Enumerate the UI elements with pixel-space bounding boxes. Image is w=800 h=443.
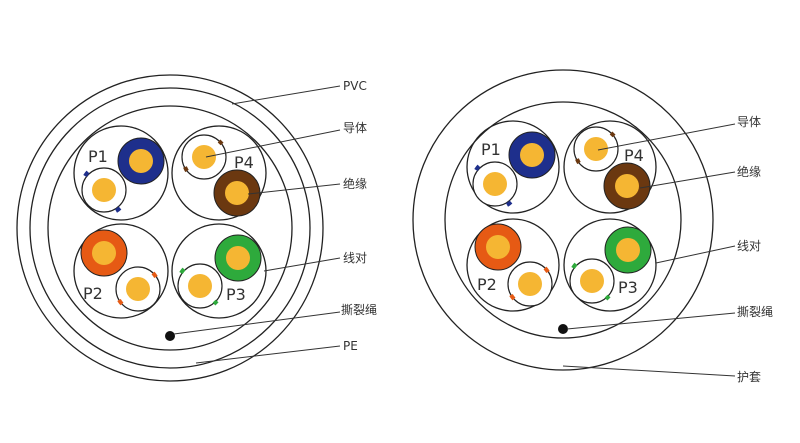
pair-enclosure <box>563 218 657 312</box>
conductor <box>615 174 639 198</box>
pair-label-p4: P4 <box>624 146 644 165</box>
stripe-mark <box>543 266 550 274</box>
stripe-mark <box>474 164 481 172</box>
leader-conductor <box>597 123 736 151</box>
stripe-mark <box>571 262 578 270</box>
conductor <box>616 238 640 262</box>
pair-p1: P1 <box>73 125 169 221</box>
stripe-mark <box>217 139 224 146</box>
leader-pe <box>195 345 341 364</box>
pair-label-p3: P3 <box>226 285 246 304</box>
conductor <box>92 178 116 202</box>
cable-right: P1 P4 P2 <box>412 69 773 384</box>
label-insulation: 绝缘 <box>343 176 367 191</box>
conductor <box>486 235 510 259</box>
stripe-mark <box>83 170 90 178</box>
conductor <box>129 149 153 173</box>
stripe-mark <box>509 293 516 301</box>
leader-jacket <box>562 365 736 377</box>
pair-p2: P2 <box>466 218 560 312</box>
label-pair: 线对 <box>343 251 367 265</box>
label-pair: 线对 <box>737 239 761 253</box>
stripe-mark <box>505 200 513 207</box>
leader-conductor <box>205 129 341 158</box>
leader-rip-cord <box>173 311 341 335</box>
pair-enclosure <box>171 125 267 221</box>
outer-sheath-pvc <box>16 74 324 382</box>
pair-label-p3: P3 <box>618 278 638 297</box>
cable-left: P1 P4 P2 <box>16 74 377 382</box>
pair-p4: P4 <box>171 125 267 221</box>
leader-pvc <box>231 85 341 105</box>
label-jacket: 护套 <box>737 370 761 384</box>
pair-p1: P1 <box>466 120 560 214</box>
conductor <box>192 145 216 169</box>
conductor <box>225 181 249 205</box>
pair-enclosure <box>466 120 560 214</box>
conductor <box>584 137 608 161</box>
pair-p4: P4 <box>563 120 657 214</box>
label-conductor: 导体 <box>343 121 367 135</box>
stripe-mark <box>117 298 124 306</box>
label-pe: PE <box>343 339 358 353</box>
conductor <box>520 143 544 167</box>
conductor <box>92 241 116 265</box>
conductor <box>226 246 250 270</box>
stripe-mark <box>609 131 616 138</box>
leader-pair <box>655 245 736 264</box>
leader-insulation <box>247 183 341 195</box>
pair-enclosure <box>73 223 169 319</box>
label-conductor: 导体 <box>737 115 761 129</box>
inner-sheath-pe <box>29 87 311 369</box>
rip-cord-dot <box>165 331 175 341</box>
label-rip-cord: 撕裂绳 <box>341 303 377 317</box>
pair-enclosure <box>73 125 169 221</box>
leader-pair <box>263 257 341 272</box>
conductor <box>126 277 150 301</box>
conductor <box>518 272 542 296</box>
leader-insulation <box>639 171 736 189</box>
leader-rip-cord <box>566 312 736 330</box>
label-rip-cord: 撕裂绳 <box>737 305 773 319</box>
stripe-mark <box>151 271 158 279</box>
pair-enclosure <box>563 120 657 214</box>
core-boundary <box>47 105 293 351</box>
pair-p3: P3 <box>563 218 657 312</box>
conductor <box>483 172 507 196</box>
pair-enclosure <box>466 218 560 312</box>
stripe-mark <box>604 294 611 301</box>
pair-label-p2: P2 <box>477 275 497 294</box>
pair-label-p4: P4 <box>234 153 254 172</box>
conductor <box>580 269 604 293</box>
pair-label-p1: P1 <box>481 140 501 159</box>
pair-p2: P2 <box>73 223 169 319</box>
label-pvc: PVC <box>343 79 367 93</box>
stripe-mark <box>212 299 219 306</box>
rip-cord-dot <box>558 324 568 334</box>
stripe-mark <box>114 206 122 213</box>
pair-label-p1: P1 <box>88 147 108 166</box>
stripe-mark <box>183 166 189 173</box>
stripe-mark <box>575 158 581 165</box>
jacket <box>412 69 714 371</box>
label-insulation: 绝缘 <box>737 164 761 179</box>
conductor <box>188 274 212 298</box>
pair-p3: P3 <box>171 223 267 319</box>
core-boundary <box>444 101 682 339</box>
stripe-mark <box>179 267 186 275</box>
pair-label-p2: P2 <box>83 284 103 303</box>
